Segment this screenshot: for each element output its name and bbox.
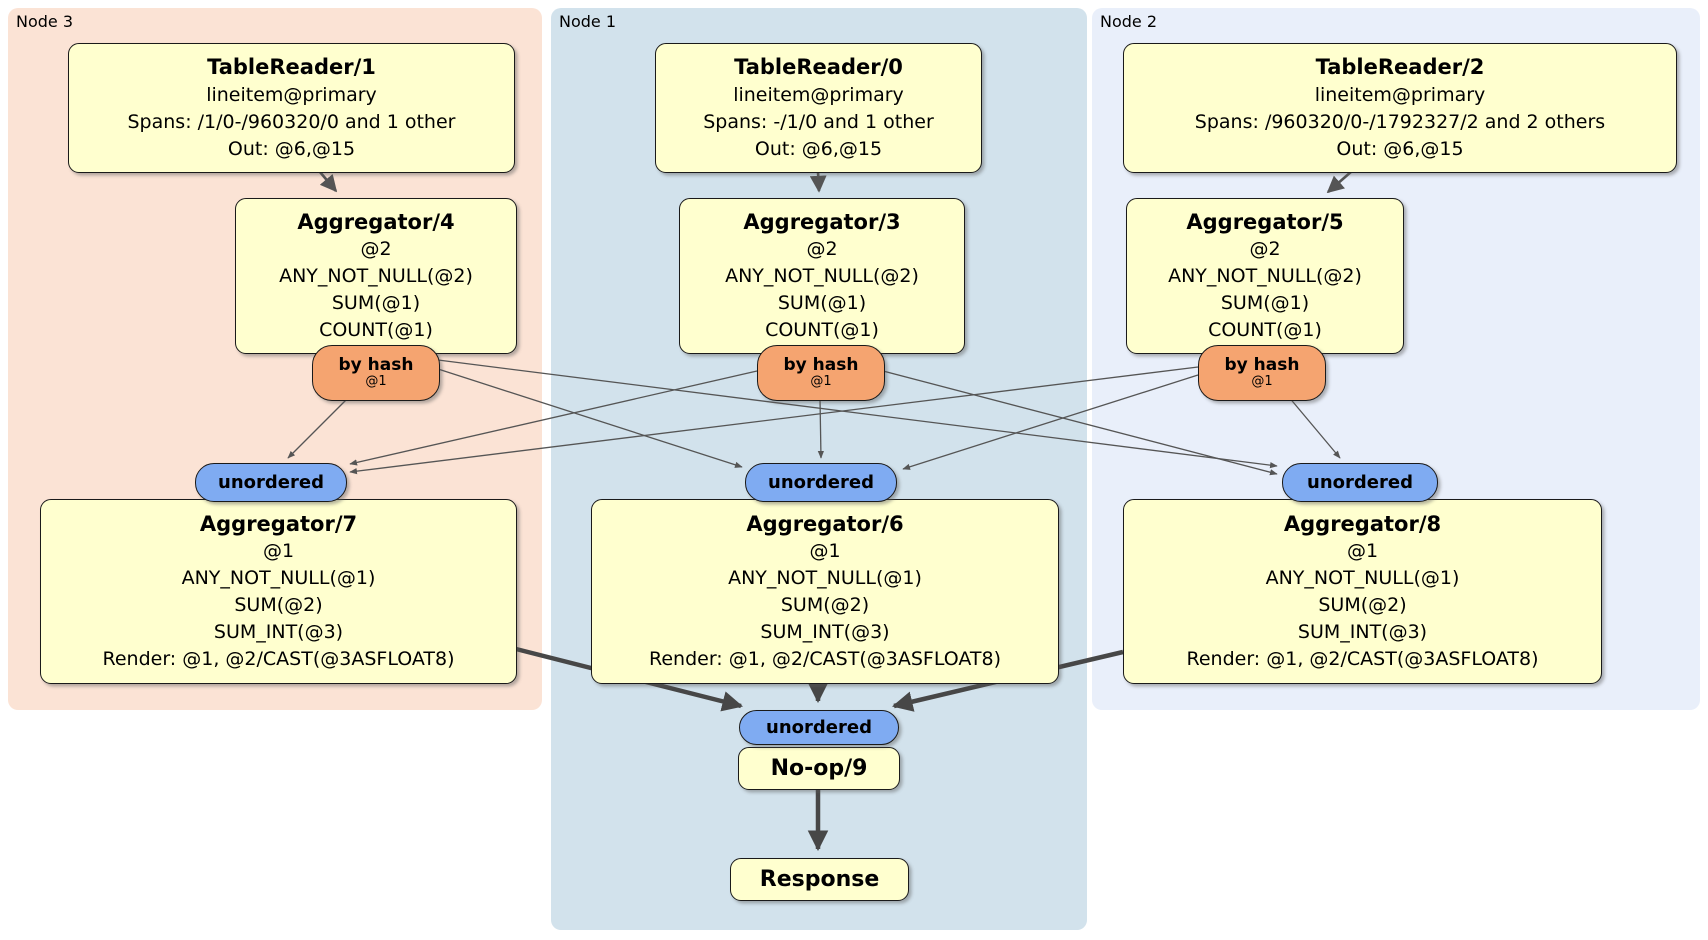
- aggregator-6-render: Render: @1, @2/CAST(@3ASFLOAT8): [649, 648, 1001, 671]
- aggregator-8-render: Render: @1, @2/CAST(@3ASFLOAT8): [1186, 648, 1539, 671]
- hash-router-agg5: by hash @1: [1198, 345, 1326, 401]
- aggregator-4-box: Aggregator/4 @2 ANY_NOT_NULL(@2) SUM(@1)…: [235, 198, 517, 354]
- unordered-sync-agg7-label: unordered: [218, 472, 324, 493]
- unordered-sync-agg7: unordered: [195, 463, 347, 502]
- tablereader-1-box: TableReader/1 lineitem@primary Spans: /1…: [68, 43, 515, 173]
- tablereader-1-index: lineitem@primary: [206, 83, 377, 106]
- unordered-sync-agg8: unordered: [1282, 463, 1438, 502]
- aggregator-4-title: Aggregator/4: [297, 209, 455, 234]
- tablereader-2-index: lineitem@primary: [1314, 83, 1486, 106]
- tablereader-2-out: Out: @6,@15: [1336, 137, 1464, 160]
- edge-tr0-to-agg3: [809, 171, 827, 193]
- tablereader-1-spans: Spans: /1/0-/960320/0 and 1 other: [127, 110, 456, 133]
- edge-byhash5-to-unordered7: [349, 366, 1199, 475]
- unordered-sync-agg8-label: unordered: [1307, 472, 1413, 493]
- aggregator-8-box: Aggregator/8 @1 ANY_NOT_NULL(@1) SUM(@2)…: [1123, 499, 1602, 684]
- response-box: Response: [730, 858, 909, 901]
- hash-router-agg3-detail: @1: [810, 374, 832, 390]
- edge-byhash3-to-unordered8: [882, 370, 1278, 476]
- tablereader-2-spans: Spans: /960320/0-/1792327/2 and 2 others: [1194, 110, 1606, 133]
- tablereader-0-out: Out: @6,@15: [754, 137, 883, 160]
- aggregator-5-box: Aggregator/5 @2 ANY_NOT_NULL(@2) SUM(@1)…: [1126, 198, 1404, 354]
- hash-router-agg5-label: by hash: [1224, 354, 1300, 375]
- edge-byhash4-to-unordered7: [287, 393, 353, 459]
- hash-router-agg3: by hash @1: [757, 345, 885, 401]
- aggregator-4-fn2: SUM(@1): [331, 292, 421, 315]
- aggregator-8-title: Aggregator/8: [1283, 511, 1442, 536]
- edge-byhash5-to-unordered6: [902, 374, 1199, 470]
- edge-tr1-to-agg4: [319, 171, 338, 193]
- aggregator-6-fn3: SUM_INT(@3): [760, 621, 890, 644]
- unordered-sync-noop: unordered: [739, 710, 899, 745]
- tablereader-0-index: lineitem@primary: [733, 83, 904, 106]
- aggregator-5-group: @2: [1249, 238, 1281, 261]
- unordered-sync-agg6-label: unordered: [768, 472, 874, 493]
- aggregator-5-fn2: SUM(@1): [1220, 292, 1310, 315]
- edge-byhash4-to-unordered6: [437, 368, 743, 468]
- aggregator-6-fn1: ANY_NOT_NULL(@1): [728, 567, 922, 590]
- tablereader-0-box: TableReader/0 lineitem@primary Spans: -/…: [655, 43, 982, 173]
- aggregator-7-fn2: SUM(@2): [234, 594, 323, 617]
- edge-byhash4-to-unordered8: [437, 359, 1278, 469]
- aggregator-7-fn1: ANY_NOT_NULL(@1): [181, 567, 376, 590]
- node2-label: Node 2: [1100, 12, 1158, 31]
- aggregator-8-fn1: ANY_NOT_NULL(@1): [1265, 567, 1460, 590]
- hash-router-agg4-label: by hash: [338, 354, 414, 375]
- aggregator-3-fn2: SUM(@1): [777, 292, 867, 315]
- aggregator-6-box: Aggregator/6 @1 ANY_NOT_NULL(@1) SUM(@2)…: [591, 499, 1059, 684]
- response-title: Response: [759, 866, 880, 892]
- unordered-sync-agg6: unordered: [745, 463, 897, 502]
- aggregator-6-group: @1: [809, 540, 841, 563]
- aggregator-8-group: @1: [1346, 540, 1379, 563]
- aggregator-5-title: Aggregator/5: [1186, 209, 1344, 234]
- tablereader-1-out: Out: @6,@15: [227, 137, 356, 160]
- tablereader-0-title: TableReader/0: [734, 55, 903, 80]
- edge-byhash3-to-unordered7: [349, 370, 758, 466]
- aggregator-5-fn1: ANY_NOT_NULL(@2): [1168, 265, 1362, 288]
- aggregator-7-title: Aggregator/7: [199, 511, 358, 536]
- aggregator-6-title: Aggregator/6: [746, 511, 904, 536]
- node3-label: Node 3: [16, 12, 74, 31]
- tablereader-2-title: TableReader/2: [1315, 55, 1485, 80]
- tablereader-2-box: TableReader/2 lineitem@primary Spans: /9…: [1123, 43, 1677, 173]
- aggregator-3-title: Aggregator/3: [743, 209, 901, 234]
- aggregator-4-fn1: ANY_NOT_NULL(@2): [279, 265, 473, 288]
- aggregator-5-fn3: COUNT(@1): [1208, 319, 1322, 342]
- hash-router-agg3-label: by hash: [783, 354, 859, 375]
- hash-router-agg4: by hash @1: [312, 345, 440, 401]
- aggregator-3-box: Aggregator/3 @2 ANY_NOT_NULL(@2) SUM(@1)…: [679, 198, 965, 354]
- edge-byhash3-to-unordered6: [817, 398, 825, 459]
- edge-tr2-to-agg5: [1326, 170, 1353, 194]
- noop-title: No-op/9: [770, 755, 868, 781]
- aggregator-3-group: @2: [806, 238, 838, 261]
- aggregator-8-fn2: SUM(@2): [1318, 594, 1407, 617]
- tablereader-0-spans: Spans: -/1/0 and 1 other: [703, 110, 934, 133]
- noop-box: No-op/9: [738, 747, 900, 790]
- aggregator-8-fn3: SUM_INT(@3): [1297, 621, 1428, 644]
- aggregator-7-group: @1: [262, 540, 295, 563]
- hash-router-agg5-detail: @1: [1251, 374, 1273, 390]
- aggregator-3-fn3: COUNT(@1): [765, 319, 879, 342]
- aggregator-6-fn2: SUM(@2): [780, 594, 870, 617]
- node1-label: Node 1: [559, 12, 617, 31]
- aggregator-3-fn1: ANY_NOT_NULL(@2): [725, 265, 919, 288]
- unordered-sync-noop-label: unordered: [766, 717, 872, 738]
- aggregator-7-box: Aggregator/7 @1 ANY_NOT_NULL(@1) SUM(@2)…: [40, 499, 517, 684]
- tablereader-1-title: TableReader/1: [207, 55, 376, 80]
- aggregator-7-render: Render: @1, @2/CAST(@3ASFLOAT8): [102, 648, 455, 671]
- aggregator-4-group: @2: [360, 238, 392, 261]
- edge-byhash5-to-unordered8: [1287, 395, 1341, 459]
- hash-router-agg4-detail: @1: [365, 374, 387, 390]
- aggregator-4-fn3: COUNT(@1): [319, 319, 433, 342]
- aggregator-7-fn3: SUM_INT(@3): [213, 621, 344, 644]
